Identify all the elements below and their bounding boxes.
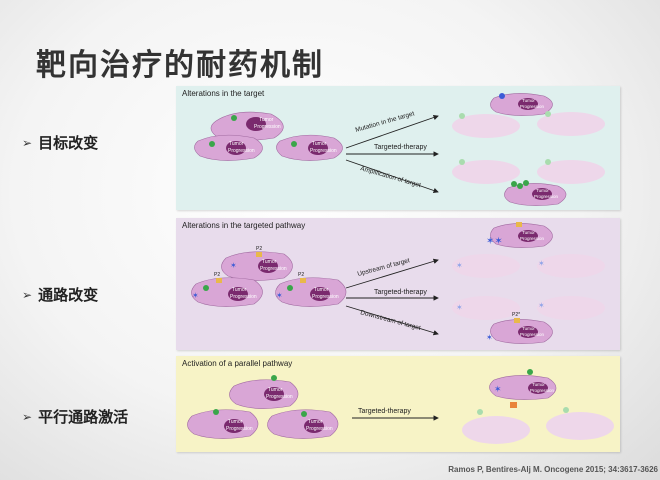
resistant-cell: Tumor Progression — [504, 180, 567, 206]
svg-text:✶: ✶ — [192, 291, 199, 300]
tumor-cell: Tumor Progression — [267, 409, 339, 439]
bullet-arrow-icon: ➢ — [22, 409, 33, 424]
svg-text:Tumor: Tumor — [312, 141, 327, 147]
svg-text:Tumor: Tumor — [536, 188, 549, 193]
svg-text:Targeted-therapy: Targeted-therapy — [358, 408, 411, 415]
faded-cell — [452, 160, 520, 184]
arrow-amplification — [345, 159, 439, 194]
svg-text:Tumor: Tumor — [229, 141, 244, 147]
svg-text:Downstream of target: Downstream of target — [359, 309, 421, 332]
panel-diagram: Tumor Progression Tumor Progression Tumo… — [187, 369, 614, 444]
svg-text:Progression: Progression — [230, 294, 257, 300]
svg-text:Progression: Progression — [530, 388, 555, 393]
bullet-target-change: ➢ 目标改变 — [22, 132, 98, 153]
svg-text:Tumor: Tumor — [262, 259, 277, 265]
tumor-cell: Tumor Progression — [210, 111, 284, 141]
svg-text:Tumor: Tumor — [314, 287, 329, 293]
bullet-parallel-pathway: ➢ 平行通路激活 — [22, 406, 128, 427]
bullet-label: 目标改变 — [38, 134, 99, 152]
svg-text:Progression: Progression — [266, 394, 293, 400]
tumor-cell: Tumor Progression — [187, 409, 259, 439]
tumor-cell: Tumor Progression — [276, 134, 343, 161]
resistant-cell: Tumor Progression ✶ — [489, 369, 557, 408]
arrow-mutation — [345, 114, 439, 149]
svg-text:Progression: Progression — [260, 266, 287, 272]
bullet-arrow-icon: ➢ — [22, 135, 33, 150]
bullet-arrow-icon: ➢ — [22, 287, 33, 302]
svg-text:Tumor: Tumor — [259, 117, 274, 123]
tumor-cell: Tumor Progression P2 ✶ — [221, 246, 293, 281]
svg-text:Amplification of target: Amplification of target — [359, 165, 421, 189]
bullet-label: 平行通路激活 — [38, 408, 129, 426]
svg-text:P2: P2 — [298, 272, 304, 278]
tumor-cell: Tumor Progression — [194, 134, 263, 161]
faded-cell — [452, 296, 520, 320]
svg-text:Tumor: Tumor — [532, 382, 545, 387]
bullet-pathway-change: ➢ 通路改变 — [22, 284, 98, 305]
svg-text:Mutation in the target: Mutation in the target — [355, 110, 416, 134]
panel-title: Alterations in the target — [182, 89, 265, 98]
tumor-cell: Tumor Progression P2 ✶ — [275, 272, 347, 307]
resistant-cell: Tumor Progression P2* ✶ — [486, 312, 553, 344]
resistant-cell: Tumor Progression ✶✶ — [486, 222, 553, 248]
svg-text:✶: ✶ — [456, 303, 463, 312]
svg-text:P2: P2 — [256, 246, 262, 252]
panel-title: Alterations in the targeted pathway — [182, 221, 306, 230]
svg-text:✶: ✶ — [494, 385, 502, 395]
panel-parallel-pathway: Tumor Progression Tumor Progression Tumo… — [176, 356, 620, 452]
svg-text:Tumor: Tumor — [522, 326, 535, 331]
bullet-label: 通路改变 — [38, 286, 99, 304]
svg-text:✶: ✶ — [230, 261, 237, 270]
faded-cell — [546, 412, 614, 440]
svg-text:Tumor: Tumor — [308, 419, 323, 425]
faded-cell — [452, 254, 520, 278]
faded-cell — [462, 416, 530, 444]
panel-diagram: Tumor Progression Tumor Progression Tumo… — [194, 93, 605, 206]
svg-text:Progression: Progression — [312, 294, 339, 300]
svg-text:✶✶: ✶✶ — [486, 236, 503, 247]
svg-text:✶: ✶ — [456, 261, 463, 270]
svg-text:Progression: Progression — [228, 148, 255, 154]
arrow-downstream — [345, 305, 439, 336]
tumor-cell: Tumor Progression — [229, 375, 299, 409]
svg-text:Tumor: Tumor — [232, 287, 247, 293]
svg-text:Progression: Progression — [306, 426, 333, 432]
panel-title: Activation of a parallel pathway — [182, 359, 293, 368]
panel-diagram: Tumor Progression P2 ✶ Tumor Progression… — [191, 222, 605, 344]
slide-title: 靶向治疗的耐药机制 — [36, 48, 324, 83]
faded-cell — [537, 112, 605, 136]
svg-text:Progression: Progression — [310, 148, 337, 154]
svg-text:Tumor: Tumor — [268, 387, 283, 393]
svg-text:✶: ✶ — [538, 259, 545, 268]
svg-text:Progression: Progression — [520, 104, 545, 109]
faded-cell — [537, 254, 605, 278]
svg-text:Progression: Progression — [520, 332, 545, 337]
svg-text:Targeted-therapy: Targeted-therapy — [374, 144, 427, 151]
svg-text:Tumor: Tumor — [522, 98, 535, 103]
svg-text:✶: ✶ — [486, 333, 493, 342]
citation: Ramos P, Bentires-Alj M. Oncogene 2015; … — [448, 465, 658, 474]
faded-cell — [452, 114, 520, 138]
svg-text:Progression: Progression — [520, 236, 545, 241]
svg-text:Targeted-therapy: Targeted-therapy — [374, 289, 427, 296]
panel-target-alteration: Tumor Progression Tumor Progression Tumo… — [176, 86, 620, 210]
svg-text:Progression: Progression — [226, 426, 253, 432]
svg-text:Progression: Progression — [534, 194, 559, 199]
tumor-cell: Tumor Progression P2 ✶ — [191, 272, 263, 307]
panel-pathway-alteration: Tumor Progression P2 ✶ Tumor Progression… — [176, 218, 620, 350]
resistant-cell: Tumor Progression — [490, 93, 553, 116]
faded-cell — [537, 296, 605, 320]
svg-text:Progression: Progression — [254, 124, 281, 130]
svg-text:Tumor: Tumor — [522, 230, 535, 235]
svg-text:Upstream of target: Upstream of target — [357, 257, 411, 278]
svg-text:Tumor: Tumor — [228, 419, 243, 425]
svg-text:P2*: P2* — [512, 312, 520, 318]
faded-cell — [537, 160, 605, 184]
arrow-upstream — [345, 258, 439, 289]
svg-text:P2: P2 — [214, 272, 220, 278]
svg-text:✶: ✶ — [276, 291, 283, 300]
svg-text:✶: ✶ — [538, 301, 545, 310]
